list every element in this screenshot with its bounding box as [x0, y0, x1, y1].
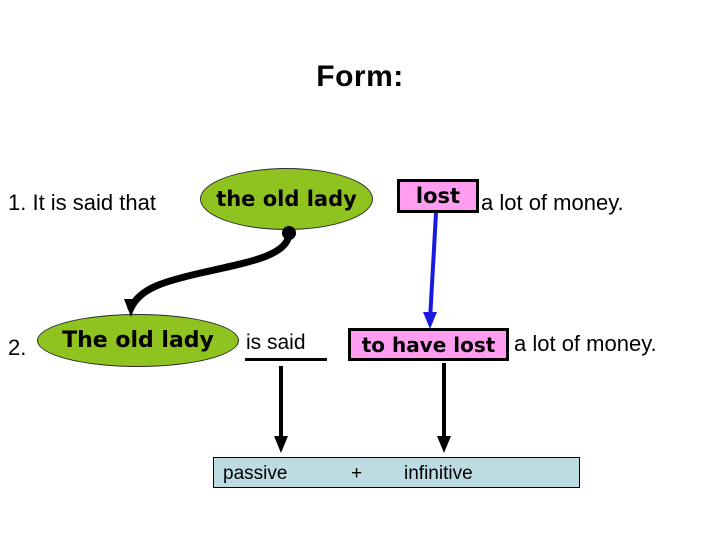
passive-verb-text: is said — [246, 331, 306, 354]
formula-label-passive: passive — [223, 463, 288, 484]
box-label-lost: lost — [415, 184, 461, 208]
highlight-box-to-have-lost: to have lost — [348, 328, 509, 361]
infinitive-formula-arrow — [437, 363, 451, 453]
highlight-ellipse-subject-line2: The old lady — [37, 314, 239, 367]
formula-label-plus: + — [351, 463, 363, 484]
line1-prefix-text: 1. It is said that — [8, 190, 156, 215]
ellipse-label-the-old-lady-line1: the old lady — [216, 187, 357, 211]
highlight-ellipse-subject-line1: the old lady — [200, 168, 373, 230]
line1-suffix-text: a lot of money. — [481, 190, 624, 215]
line2-number-text: 2. — [8, 335, 27, 360]
verb-transform-arrow — [423, 212, 438, 329]
line2-suffix-text: a lot of money. — [514, 331, 657, 356]
subject-move-arrow — [124, 226, 296, 317]
box-label-to-have-lost: to have lost — [361, 332, 496, 357]
ellipse-label-the-old-lady-line2: The old lady — [62, 328, 214, 353]
passive-verb-underline — [245, 358, 327, 361]
page-title: Form: — [316, 60, 404, 93]
formula-label-infinitive: infinitive — [404, 463, 473, 484]
highlight-box-lost: lost — [397, 179, 479, 213]
passive-formula-arrow — [274, 366, 288, 453]
formula-box: passive + infinitive — [213, 457, 580, 488]
